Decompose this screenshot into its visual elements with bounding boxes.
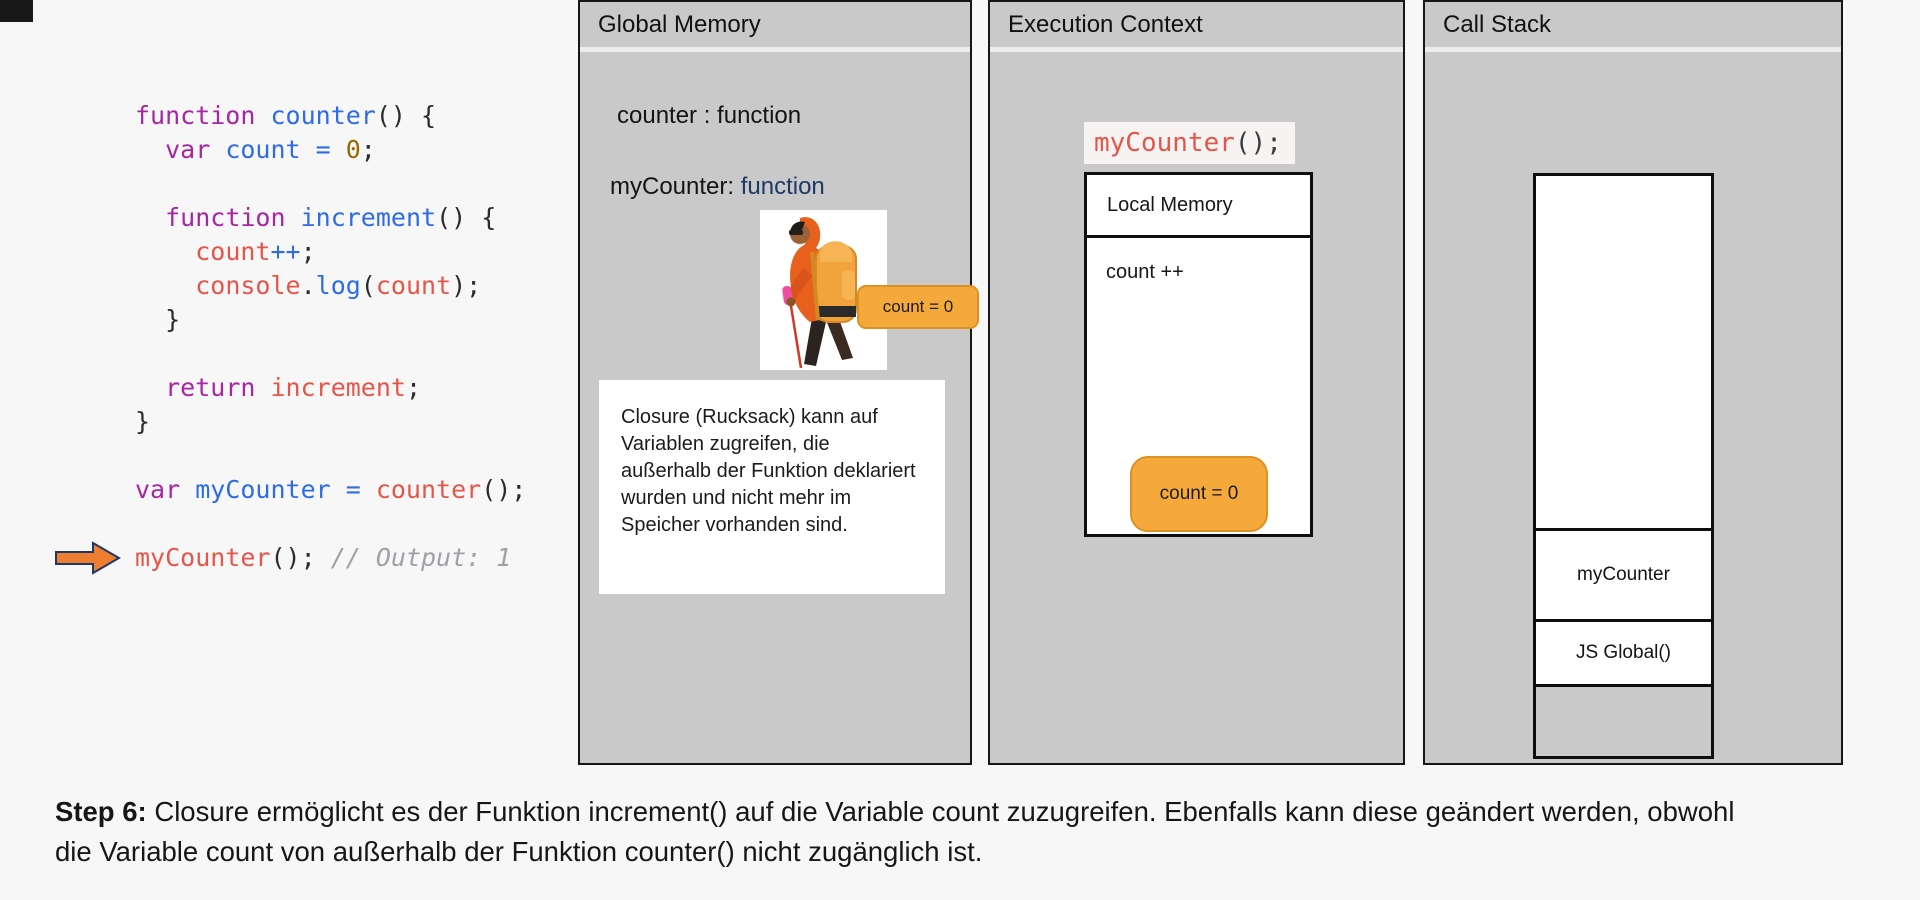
code-token: ;: [405, 373, 422, 402]
code-token: }: [135, 305, 181, 334]
code-token: count: [195, 237, 271, 266]
code-line: }: [135, 303, 526, 337]
code-line: [135, 337, 526, 371]
panel-title: Execution Context: [990, 2, 1403, 52]
closure-count-badge: count = 0: [857, 285, 979, 329]
global-entry-mycounter-type: function: [734, 173, 825, 200]
code-line: [135, 439, 526, 473]
code-token: counter: [375, 475, 482, 504]
step-text: Closure ermöglicht es der Funktion incre…: [55, 796, 1735, 867]
step-caption: Step 6: Closure ermöglicht es der Funkti…: [55, 792, 1755, 872]
stack-frame-mycounter: myCounter: [1536, 531, 1711, 622]
code-token: console: [195, 271, 301, 300]
code-token: // Output: 1: [330, 543, 512, 572]
code-token: () {: [375, 101, 437, 130]
code-token: increment: [300, 203, 437, 232]
code-token: myCounter =: [180, 475, 376, 504]
code-token: [135, 271, 195, 300]
code-line: return increment;: [135, 371, 526, 405]
step-label: Step 6:: [55, 796, 147, 827]
code-token: var: [135, 475, 181, 504]
current-call-parens: ();: [1234, 128, 1282, 158]
code-token: (: [360, 271, 376, 300]
code-token: count =: [210, 135, 346, 164]
local-memory-title: Local Memory: [1087, 175, 1310, 238]
code-token: }: [135, 407, 151, 436]
call-stack-box: myCounter JS Global(): [1533, 173, 1714, 759]
code-token: count: [375, 271, 452, 300]
local-statement: count ++: [1106, 261, 1184, 283]
panel-call-stack: Call Stack myCounter JS Global(): [1423, 0, 1843, 765]
local-memory-box: Local Memory count ++ count = 0: [1084, 172, 1313, 537]
stack-frame-empty: [1536, 176, 1711, 531]
code-block: function counter() { var count = 0; func…: [135, 99, 526, 575]
code-token: ;: [360, 135, 376, 164]
code-line: console.log(count);: [135, 269, 526, 303]
slide-corner-mark: [0, 0, 33, 22]
code-token: counter: [270, 101, 376, 130]
code-token: function: [135, 101, 256, 130]
code-line: [135, 167, 526, 201]
code-token: [135, 373, 165, 402]
execution-pointer-arrow-icon: [55, 541, 121, 575]
stack-frame-base: [1536, 687, 1711, 756]
global-entry-mycounter: myCounter: function: [610, 173, 825, 201]
code-line: function increment() {: [135, 201, 526, 235]
current-call-fn: myCounter: [1094, 128, 1235, 158]
code-token: return: [165, 373, 256, 402]
code-token: () {: [436, 203, 497, 232]
code-token: 0: [345, 135, 361, 164]
global-entry-counter: counter : function: [617, 102, 802, 129]
code-token: ++: [270, 237, 301, 266]
code-token: .: [300, 271, 316, 300]
code-line: [135, 507, 526, 541]
code-token: ();: [481, 475, 527, 504]
code-token: [286, 203, 301, 232]
current-call-chip: myCounter();: [1084, 122, 1295, 164]
code-line: var myCounter = counter();: [135, 473, 526, 507]
panel-title: Call Stack: [1425, 2, 1841, 52]
code-line: }: [135, 405, 526, 439]
code-line: count++;: [135, 235, 526, 269]
panel-global-memory: Global Memory counter : function myCount…: [578, 0, 979, 765]
panel-execution-context: Execution Context myCounter(); Local Mem…: [988, 0, 1405, 765]
code-token: myCounter: [135, 543, 271, 572]
code-token: ();: [270, 543, 331, 572]
code-token: log: [315, 271, 361, 300]
code-token: );: [451, 271, 482, 300]
code-token: ;: [300, 237, 316, 266]
code-line: myCounter(); // Output: 1: [135, 541, 526, 575]
global-entry-mycounter-name: myCounter:: [610, 173, 735, 200]
closure-note: Closure (Rucksack) kann auf Variablen zu…: [599, 380, 945, 594]
code-token: increment: [270, 373, 406, 402]
code-token: function: [165, 203, 286, 232]
code-token: [255, 101, 270, 130]
code-line: var count = 0;: [135, 133, 526, 167]
code-token: [255, 373, 270, 402]
code-line: function counter() {: [135, 99, 526, 133]
code-token: [135, 237, 195, 266]
local-count-badge: count = 0: [1130, 456, 1268, 532]
code-token: [135, 203, 165, 232]
code-token: var: [165, 135, 211, 164]
code-token: [135, 135, 165, 164]
stack-frame-jsglobal: JS Global(): [1536, 622, 1711, 687]
panel-title: Global Memory: [580, 2, 970, 52]
